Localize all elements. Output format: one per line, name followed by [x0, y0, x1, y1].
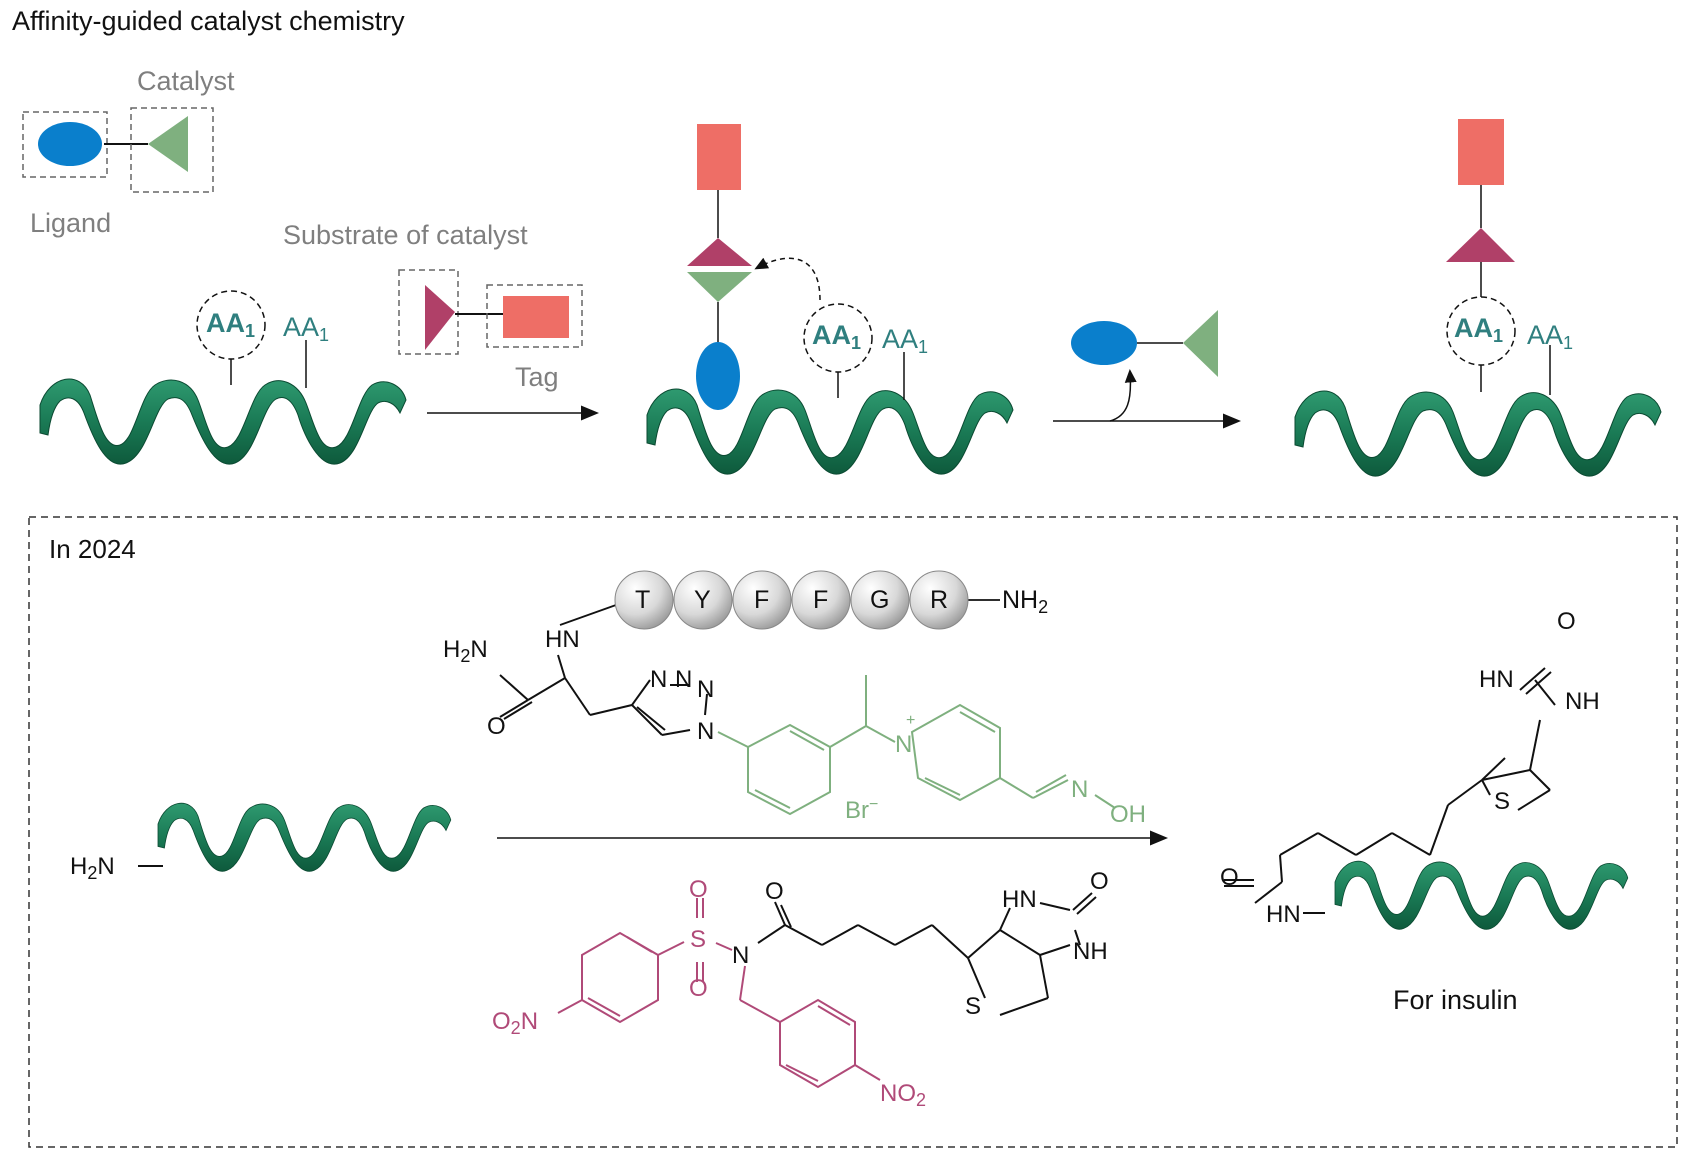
substrate-bound [687, 238, 752, 266]
catalyst-triangle [148, 116, 188, 172]
reagent-molecule-pink [557, 898, 881, 1089]
residue-g: G [870, 586, 890, 614]
tag-rectangle [503, 296, 569, 338]
year-label: In 2024 [49, 534, 136, 564]
aa1-label-1: AA1 [283, 312, 330, 345]
tag-label: Tag [515, 362, 559, 392]
catalyst-released [1183, 310, 1218, 377]
for-insulin-label: For insulin [1393, 985, 1518, 1015]
residue-f2: F [813, 586, 829, 614]
reagent-biotin-s: S [965, 993, 982, 1020]
protein-helix-2 [646, 388, 1014, 475]
catalyst-molecule-black [499, 654, 708, 736]
residue-ball-g [850, 570, 910, 630]
nitro-left: O2N [492, 1008, 539, 1038]
residue-t: T [635, 586, 651, 614]
aa1-label-2: AA1 [882, 324, 929, 357]
sulfonyl-o-top: O [689, 876, 708, 903]
ligand-label: Ligand [30, 208, 112, 238]
residue-ball-y [673, 570, 733, 630]
protein-helix-1 [39, 378, 407, 465]
product-amide-o: O [1220, 864, 1239, 891]
sulfonyl-o-bottom: O [689, 975, 708, 1002]
aa1-labeled-label: AA1 [1454, 313, 1504, 346]
product-biotin-s: S [1494, 788, 1511, 815]
reagent-biotin-nh: NH [1073, 938, 1108, 965]
catalyst-label: Catalyst [137, 66, 235, 96]
catalyst-bound [687, 272, 752, 302]
year-dashed-box [28, 516, 1678, 1148]
amide-h2n: H2N [443, 636, 488, 666]
product-biotin-hn: HN [1479, 666, 1514, 693]
ligand-dashed-box [22, 111, 108, 178]
sulfonyl-s: S [690, 926, 707, 953]
transfer-curve-arrow [754, 257, 821, 301]
residue-ball-f2 [791, 570, 851, 630]
tag-labeled [1458, 119, 1504, 185]
protein-helix-product [1334, 860, 1629, 930]
protein-helix-start [157, 802, 452, 872]
substrate-triangle [425, 285, 455, 350]
ligand-bound [696, 342, 740, 410]
residue-r: R [930, 586, 949, 614]
tag-bound [697, 124, 741, 190]
protein-h2n: H2N [70, 853, 115, 883]
ligand-ellipse [38, 122, 102, 166]
substrate-labeled [1446, 228, 1515, 262]
aa1-label-3: AA1 [1527, 320, 1574, 353]
oxime-oh: OH [1110, 801, 1146, 828]
reagent-biotin-o: O [1090, 868, 1109, 895]
reagent-molecule-black [757, 892, 1097, 1016]
substrate-label: Substrate of catalyst [283, 220, 528, 250]
reagent-biotin-hn: HN [1002, 886, 1037, 913]
product-amide-hn: HN [1266, 901, 1301, 928]
triazole-n2: N [675, 666, 693, 693]
reagent-carbonyl-o: O [765, 878, 784, 905]
pyridinium-n: N [895, 731, 913, 758]
triazole-n3: N [697, 676, 715, 703]
amine-hn: HN [545, 626, 580, 653]
reagent-n: N [732, 942, 750, 969]
residue-ball-t [614, 570, 674, 630]
amide-o: O [487, 713, 506, 740]
product-biotin-o: O [1557, 608, 1576, 635]
catalyst-dashed-box [130, 107, 214, 193]
product-biotin-nh: NH [1565, 688, 1600, 715]
triazole-n1: N [650, 666, 668, 693]
substrate-dashed-box [398, 269, 459, 355]
aa1-target-label-2: AA1 [812, 320, 862, 353]
triazole-n4: N [697, 718, 715, 745]
protein-helix-3 [1294, 390, 1662, 477]
residue-f1: F [754, 586, 770, 614]
aa1-target-label-1: AA1 [206, 308, 256, 341]
residue-ball-r [909, 570, 969, 630]
oxime-n: N [1071, 776, 1089, 803]
residue-y: Y [694, 586, 711, 614]
nitro-right: NO2 [880, 1080, 927, 1110]
ligand-released [1071, 321, 1137, 365]
biotin-product [1224, 667, 1556, 904]
peptide-c-term: NH2 [1002, 586, 1049, 617]
tag-dashed-box [486, 284, 583, 348]
peptide-chain [559, 570, 1000, 630]
catalyst-molecule-green [717, 675, 1116, 816]
residue-ball-f1 [732, 570, 792, 630]
bromide-label: Br− [845, 796, 879, 824]
pyridinium-plus: + [906, 712, 916, 729]
diagram-title: Affinity-guided catalyst chemistry [12, 6, 405, 36]
